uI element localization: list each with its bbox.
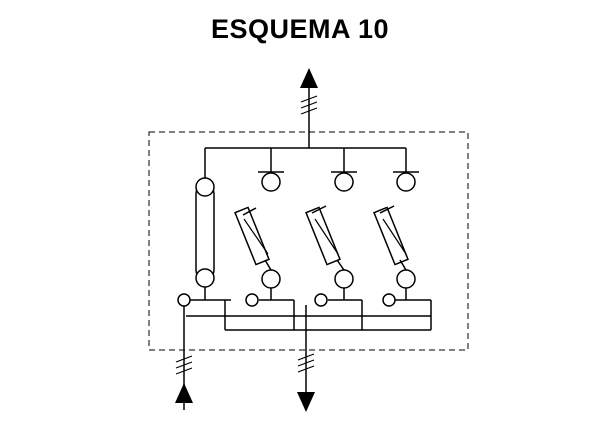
switch-contact-2: [245, 293, 259, 307]
enclosure-boundary: [148, 131, 469, 351]
busbar-terminal-1: [258, 148, 284, 192]
lower-interconnection: [186, 299, 432, 331]
busbar-terminal-2: [331, 148, 357, 192]
fuse-column-3: [373, 205, 416, 300]
switch-contact-3: [314, 293, 328, 307]
switch-contact-4: [382, 293, 396, 307]
switch-contact-1: [177, 293, 191, 307]
fuse-column-2: [305, 205, 354, 300]
busbar-terminal-3: [393, 148, 419, 192]
outgoing-feeder: [297, 330, 315, 412]
incoming-feeder: [175, 306, 193, 410]
top-feeder: [300, 68, 318, 148]
bypass-column: [195, 148, 215, 300]
diagram-title: ESQUEMA 10: [210, 14, 390, 44]
fuse-column-1: [234, 206, 281, 300]
